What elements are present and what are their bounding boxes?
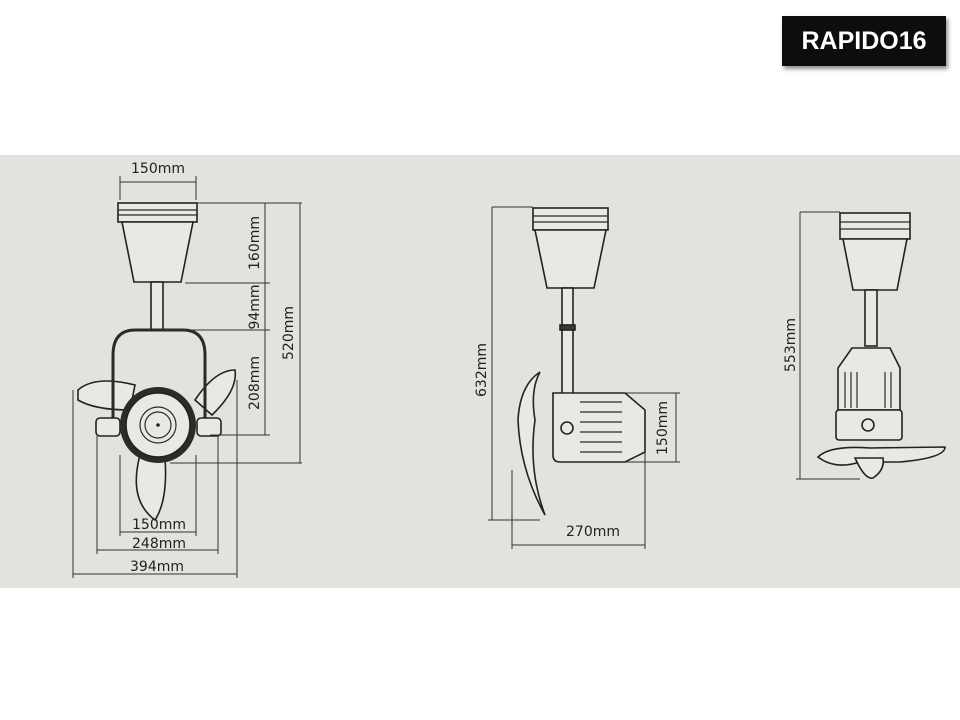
side-total-height-label: 632mm — [474, 343, 490, 397]
side-blade — [517, 371, 546, 516]
motor-width-label: 150mm — [132, 517, 186, 533]
blade — [816, 446, 946, 466]
canopy-cap — [839, 212, 911, 240]
rod-length-label: 94mm — [247, 284, 263, 329]
downward-view: 553mm — [783, 211, 946, 480]
side-view: 632mm 150mm 270mm — [474, 206, 680, 549]
canopy-height-label: 160mm — [247, 216, 263, 270]
canopy-cone — [534, 229, 607, 289]
downrod — [864, 289, 878, 347]
bracket-height-label: 208mm — [247, 356, 263, 410]
motor-height-label: 150mm — [655, 401, 671, 455]
blade-span-label: 394mm — [130, 559, 184, 575]
depth-label: 270mm — [566, 524, 620, 540]
bracket-knob-right — [196, 417, 222, 437]
canopy-cone — [121, 221, 194, 283]
front-top-width-label: 150mm — [131, 161, 185, 177]
front-total-height-label: 520mm — [281, 306, 297, 360]
blade-right — [193, 369, 237, 417]
bracket-width-label: 248mm — [132, 536, 186, 552]
blade-bottom — [135, 454, 167, 522]
down-total-height-label: 553mm — [783, 318, 799, 372]
canopy-cap — [532, 207, 609, 231]
yoke-bracket — [111, 328, 207, 420]
model-badge: RAPIDO16 — [782, 16, 946, 66]
bracket-knob-left — [95, 417, 121, 437]
canopy-cone — [842, 238, 908, 291]
motor-body — [552, 392, 646, 463]
downrod — [150, 281, 164, 331]
front-view: 150mm 160mm 94mm 208mm 520mm 150mm 248mm… — [72, 161, 302, 578]
canopy-cap — [117, 202, 198, 223]
downrod — [561, 287, 574, 397]
